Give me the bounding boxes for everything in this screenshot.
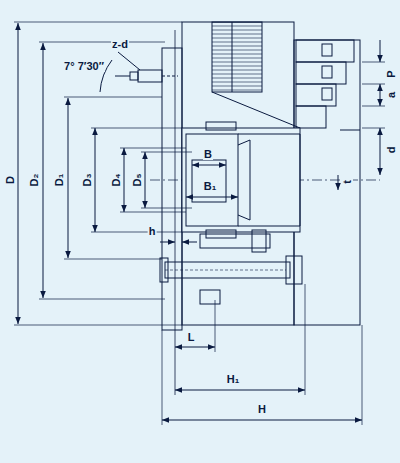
dimension-label: B₁ (203, 180, 218, 192)
dimension-label: a (385, 91, 397, 99)
dimension-label: D (4, 175, 16, 185)
dimension-label: D₄ (110, 172, 122, 187)
dimension-label: D₁ (53, 173, 65, 188)
dimension-label: t (341, 179, 353, 185)
dimension-label: d (385, 146, 397, 155)
dimension-label: B (203, 148, 213, 160)
dimension-label: H₁ (226, 373, 241, 385)
dimension-label: D₂ (28, 173, 40, 188)
dimension-label: z-d (111, 38, 129, 50)
dimension-label: D₅ (131, 173, 143, 188)
dimension-label: P (385, 69, 397, 78)
dimension-label: D₃ (81, 172, 93, 187)
dimension-label: L (187, 331, 196, 343)
dimension-label: 7° 7′30″ (63, 60, 105, 72)
dimension-label: h (148, 225, 157, 237)
dimension-label: H (257, 403, 267, 415)
